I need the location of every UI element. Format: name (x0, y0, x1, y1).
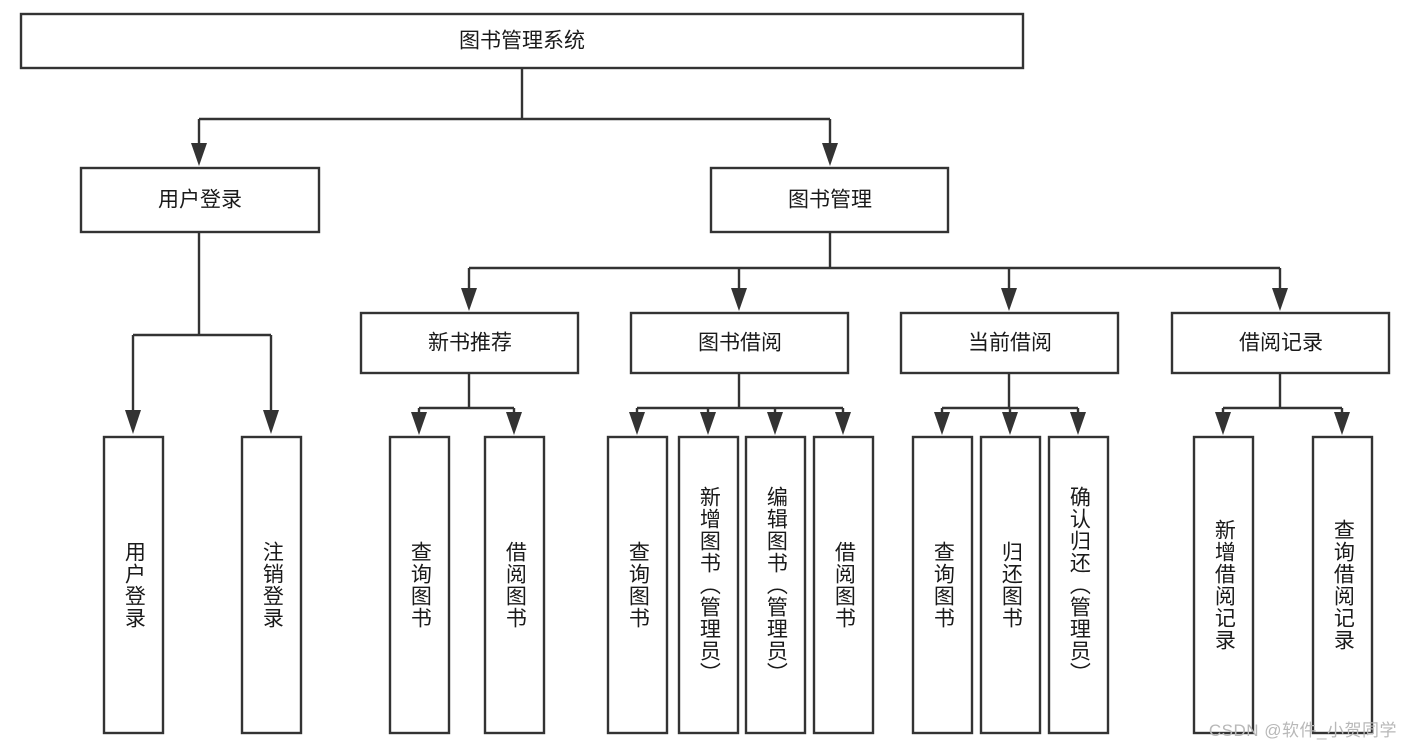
node-box-new-book-recommend[interactable] (359, 311, 580, 375)
node-label-user-login: 用户登录 (158, 189, 242, 212)
connector-group-user-login (125, 232, 279, 434)
node-label-current-borrow: 当前借阅 (968, 332, 1052, 355)
connector-group-book-borrow (629, 373, 851, 435)
arrow-head-user-login (191, 143, 207, 166)
node-book-borrow[interactable]: 图书借阅 (629, 311, 850, 375)
node-box-book-borrow[interactable] (629, 311, 850, 375)
arrow-head-leaf-add-book (700, 412, 716, 435)
node-box-leaf-edit-book[interactable] (744, 435, 807, 735)
connector-group-root (191, 68, 838, 166)
node-new-book-recommend[interactable]: 新书推荐 (359, 311, 580, 375)
arrow-head-new-book-recommend (461, 288, 477, 311)
connector-group-book-manage (461, 232, 1288, 311)
leaf-boxes-group (102, 435, 1374, 735)
node-label-root: 图书管理系统 (459, 30, 585, 53)
node-box-leaf-confirm-return[interactable] (1047, 435, 1110, 735)
node-user-login[interactable]: 用户登录 (79, 166, 321, 234)
node-box-leaf-logout[interactable] (240, 435, 303, 735)
node-label-book-borrow: 图书借阅 (698, 332, 782, 355)
arrow-head-current-borrow (1001, 288, 1017, 311)
node-box-leaf-add-record[interactable] (1192, 435, 1255, 735)
arrow-head-book-manage (822, 143, 838, 166)
connector-group-new-book-recommend (411, 373, 522, 435)
connector-group-borrow-record (1215, 373, 1350, 435)
arrow-head-leaf-query-record (1334, 412, 1350, 435)
arrow-head-leaf-borrow-book-1 (506, 412, 522, 435)
arrow-head-book-borrow (731, 288, 747, 311)
node-label-borrow-record: 借阅记录 (1239, 332, 1323, 355)
node-box-leaf-query-book-2[interactable] (606, 435, 669, 735)
node-box-leaf-user-login[interactable] (102, 435, 165, 735)
node-box-leaf-return-book[interactable] (979, 435, 1042, 735)
arrow-head-leaf-confirm-return (1070, 412, 1086, 435)
watermark-text: CSDN @软件_小贺同学 (1208, 721, 1397, 740)
node-box-borrow-record[interactable] (1170, 311, 1391, 375)
arrow-head-leaf-add-record (1215, 412, 1231, 435)
arrow-head-leaf-query-book-2 (629, 412, 645, 435)
node-book-manage[interactable]: 图书管理 (709, 166, 950, 234)
node-box-root[interactable] (19, 12, 1025, 70)
arrow-head-leaf-query-book-1 (411, 412, 427, 435)
arrow-head-leaf-edit-book (767, 412, 783, 435)
arrow-head-leaf-borrow-book-2 (835, 412, 851, 435)
node-label-new-book-recommend: 新书推荐 (428, 332, 512, 355)
node-borrow-record[interactable]: 借阅记录 (1170, 311, 1391, 375)
arrow-head-leaf-user-login (125, 410, 141, 434)
arrow-head-leaf-logout (263, 410, 279, 434)
connector-group-current-borrow (934, 373, 1086, 435)
node-box-leaf-borrow-book-1[interactable] (483, 435, 546, 735)
node-root[interactable]: 图书管理系统 (19, 12, 1025, 70)
node-box-leaf-add-book[interactable] (677, 435, 740, 735)
node-current-borrow[interactable]: 当前借阅 (899, 311, 1120, 375)
arrow-head-borrow-record (1272, 288, 1288, 311)
node-box-leaf-query-book-3[interactable] (911, 435, 974, 735)
node-label-book-manage: 图书管理 (788, 189, 872, 212)
arrow-head-leaf-query-book-3 (934, 412, 950, 435)
node-box-book-manage[interactable] (709, 166, 950, 234)
node-box-leaf-borrow-book-2[interactable] (812, 435, 875, 735)
node-box-current-borrow[interactable] (899, 311, 1120, 375)
node-box-leaf-query-book-1[interactable] (388, 435, 451, 735)
node-box-user-login[interactable] (79, 166, 321, 234)
arrow-head-leaf-return-book (1002, 412, 1018, 435)
node-box-leaf-query-record[interactable] (1311, 435, 1374, 735)
